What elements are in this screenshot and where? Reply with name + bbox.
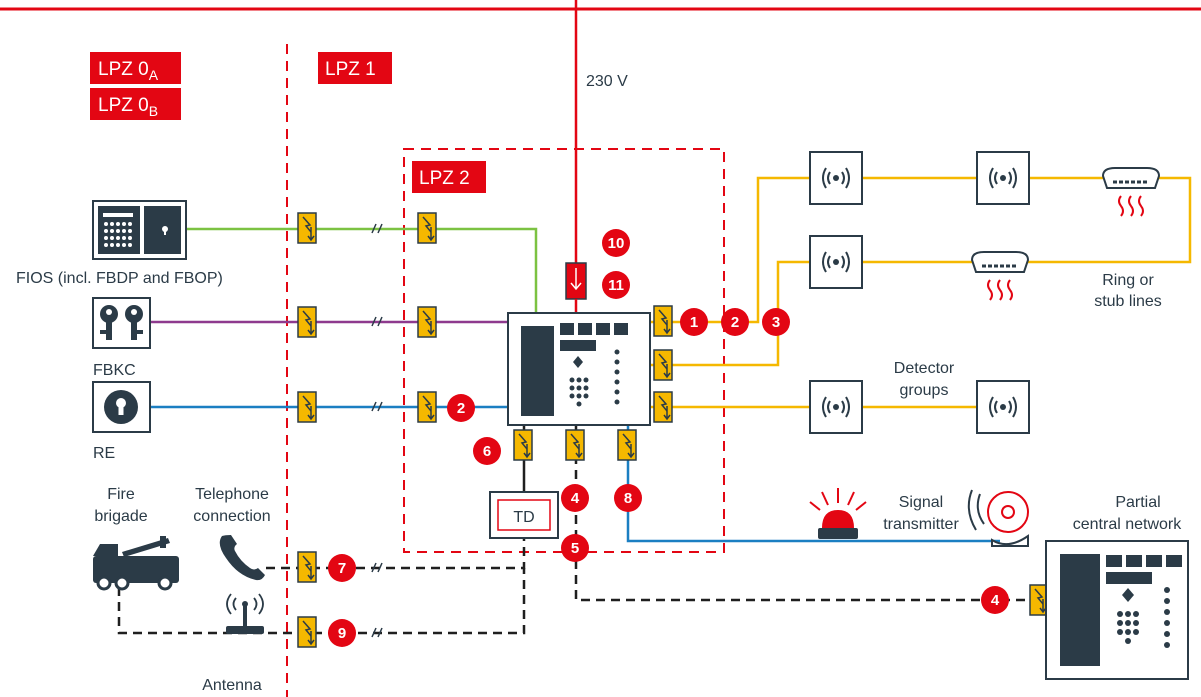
fire-brigade-label-1: Fire [107,486,135,503]
td-box: TD [489,491,559,539]
antenna-label: Antenna [202,677,262,694]
svg-text:11: 11 [608,277,624,294]
svg-text:10: 10 [608,235,625,252]
zone-label-lpz2: LPZ 2 [412,161,486,193]
svg-text:9: 9 [338,625,346,642]
partial-network-panel [1045,540,1189,680]
telephone-label-2: connection [193,508,270,525]
svg-text:LPZ 0B: LPZ 0B [98,95,158,119]
svg-text:2: 2 [457,400,465,417]
alarm-bell-icon [967,489,1029,547]
partial-label-1: Partial [1115,494,1160,511]
badge-8: 8 [614,484,642,512]
fios-label: FIOS (incl. FBDP and FBOP) [16,270,223,287]
badge-9: 9 [328,619,356,647]
svg-text:1: 1 [690,314,698,331]
beacon-icon [809,488,867,539]
fios-panel [92,200,187,260]
antenna-icon [226,593,264,634]
line-break-marks [371,223,383,638]
fire-truck-icon [93,536,179,591]
signal-label-2: transmitter [883,516,959,533]
badge-10: 10 [602,229,630,257]
zone-label-lpz1: LPZ 1 [318,52,392,84]
svg-text:3: 3 [772,314,780,331]
badge-4-center: 4 [561,484,589,512]
telephone-label-1: Telephone [195,486,269,503]
power-spd [565,262,587,300]
re-label: RE [93,445,115,462]
ring-line-2 [650,248,1192,367]
svg-text:4: 4 [991,592,1000,609]
svg-text:LPZ 0A: LPZ 0A [98,59,159,83]
fbkc-key-box [92,297,151,349]
badge-11: 11 [602,271,630,299]
badge-3: 3 [762,308,790,336]
lpz2-boundary [403,148,725,553]
fire-brigade-label-2: brigade [94,508,147,525]
badge-2-left: 2 [447,394,475,422]
fire-alarm-control-panel [507,312,651,426]
signal-line [626,425,1000,543]
ring-label-1: Ring or [1102,272,1154,289]
svg-text:LPZ 1: LPZ 1 [325,59,376,80]
fios-line [186,227,538,320]
svg-text:8: 8 [624,490,632,507]
badge-2-right: 2 [721,308,749,336]
telephone-icon [219,535,265,581]
svg-text:5: 5 [571,540,579,557]
badge-4-right: 4 [981,586,1009,614]
badge-6: 6 [473,437,501,465]
ring-label-2: stub lines [1094,293,1162,310]
svg-text:7: 7 [338,560,346,577]
re-lock-box [92,381,151,433]
badge-1: 1 [680,308,708,336]
detector-label-2: groups [900,382,949,399]
detector-label-1: Detector [894,360,955,377]
badge-5: 5 [561,534,589,562]
partial-label-2: central network [1073,516,1182,533]
voltage-label: 230 V [586,73,628,90]
zone-label-lpz0a: LPZ 0A [90,52,181,84]
badge-7: 7 [328,554,356,582]
svg-text:4: 4 [571,490,580,507]
svg-text:TD: TD [513,509,534,526]
surge-protection-devices [297,212,1049,648]
antenna-line [117,568,526,635]
svg-text:2: 2 [731,314,739,331]
svg-text:LPZ 2: LPZ 2 [419,168,470,189]
partial-network-line [574,425,1030,602]
signal-label-1: Signal [899,494,943,511]
svg-text:6: 6 [483,443,491,460]
fbkc-label: FBKC [93,362,136,379]
zone-label-lpz0b: LPZ 0B [90,88,181,120]
